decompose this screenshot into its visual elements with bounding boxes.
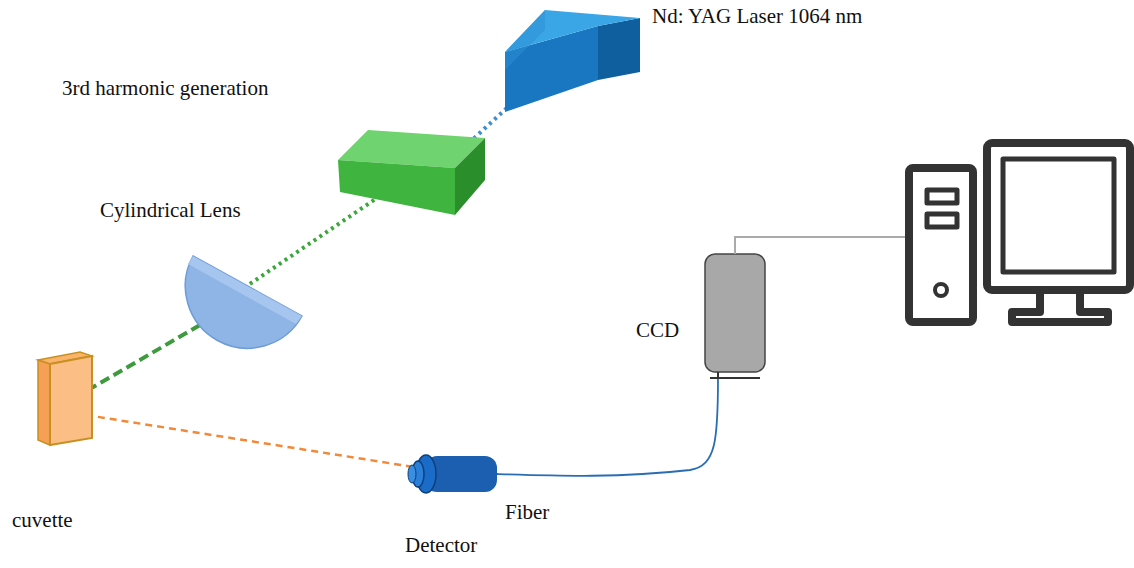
ccd-camera xyxy=(705,254,765,378)
part-label: CCD xyxy=(636,318,679,343)
detector xyxy=(408,455,497,493)
part-label: Fiber xyxy=(505,500,549,525)
part-label: Nd: YAG Laser 1064 nm xyxy=(652,4,862,29)
part-label: Cylindrical Lens xyxy=(100,198,241,223)
computer xyxy=(909,143,1130,322)
cable xyxy=(735,237,906,254)
part-label: cuvette xyxy=(12,508,73,533)
harmonic-crystal xyxy=(338,130,485,215)
cylindrical-lens xyxy=(185,256,302,348)
emission-beam xyxy=(86,415,420,468)
part-label: Detector xyxy=(405,533,477,558)
lens-face xyxy=(188,256,302,324)
uv-beam xyxy=(232,196,380,296)
cuvette xyxy=(38,352,92,445)
fiber xyxy=(497,378,718,476)
laser-box xyxy=(505,10,640,112)
part-label: 3rd harmonic generation xyxy=(62,76,268,101)
